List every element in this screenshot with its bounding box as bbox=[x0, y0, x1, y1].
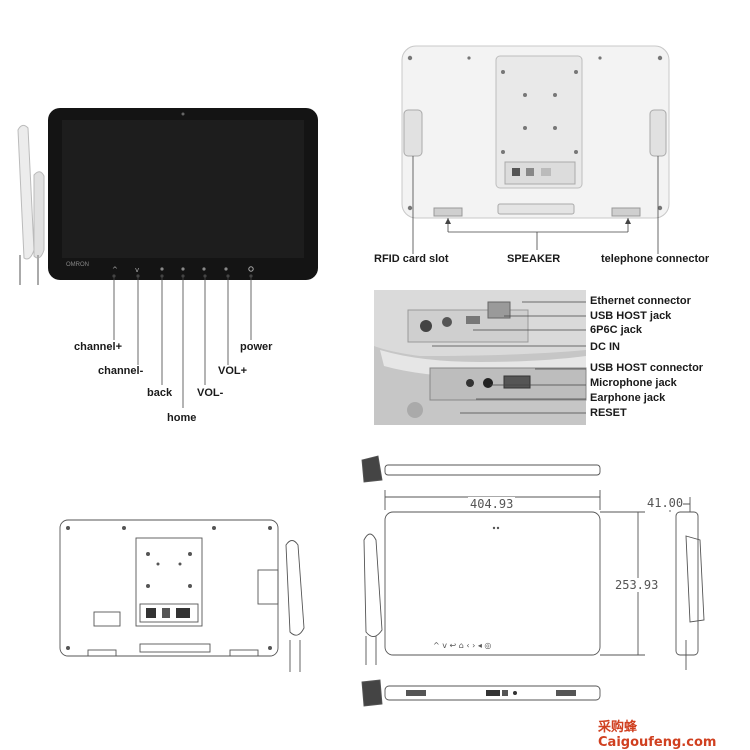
label-microphone-jack: Microphone jack bbox=[590, 377, 677, 389]
svg-text:v: v bbox=[135, 266, 139, 274]
label-usb-host-connector: USB HOST connector bbox=[590, 362, 704, 374]
speaker-grille bbox=[497, 203, 575, 215]
front-camera bbox=[181, 112, 185, 116]
label-6p6c-jack: 6P6C jack bbox=[590, 324, 642, 336]
label-reset: RESET bbox=[590, 407, 627, 419]
svg-text:^ v ↩ ⌂ ‹ › ◂ ◎: ^ v ↩ ⌂ ‹ › ◂ ◎ bbox=[433, 641, 491, 650]
dimension-depth: 41.00 bbox=[647, 496, 684, 510]
label-vol-minus: VOL- bbox=[197, 387, 224, 399]
handset-holder-shape bbox=[649, 109, 667, 157]
label-dc-in: DC IN bbox=[590, 341, 620, 353]
label-speaker: SPEAKER bbox=[507, 253, 561, 265]
brand-text: OMRON bbox=[66, 262, 89, 268]
label-ethernet-connector: Ethernet connector bbox=[590, 295, 691, 307]
svg-text:^: ^ bbox=[112, 266, 118, 274]
watermark: 采购蜂 Caigoufeng.com bbox=[598, 720, 717, 750]
label-usb-host-jack: USB HOST jack bbox=[590, 310, 672, 322]
label-channel-minus: channel- bbox=[98, 365, 144, 377]
dimension-width: 404.93 bbox=[468, 497, 516, 511]
handset-front bbox=[17, 124, 45, 285]
front-view: ^ v bbox=[17, 108, 318, 408]
label-rfid-card-slot: RFID card slot bbox=[374, 253, 449, 265]
label-back: back bbox=[147, 387, 173, 399]
rfid-slot-shape bbox=[403, 109, 423, 157]
label-vol-plus: VOL+ bbox=[218, 365, 248, 377]
tablet-front-screen bbox=[62, 120, 304, 258]
dimension-height: 253.93 bbox=[614, 578, 660, 592]
port-closeup bbox=[374, 290, 587, 425]
label-power: power bbox=[240, 341, 273, 353]
label-telephone-connector: telephone connector bbox=[601, 253, 710, 265]
rear-view bbox=[401, 45, 670, 254]
rear-line-drawing bbox=[59, 519, 305, 672]
label-home: home bbox=[167, 412, 197, 424]
label-channel-plus: channel+ bbox=[74, 341, 122, 353]
label-earphone-jack: Earphone jack bbox=[590, 392, 666, 404]
vesa-plate bbox=[495, 55, 583, 189]
front-button-row: ^ v bbox=[112, 266, 254, 274]
